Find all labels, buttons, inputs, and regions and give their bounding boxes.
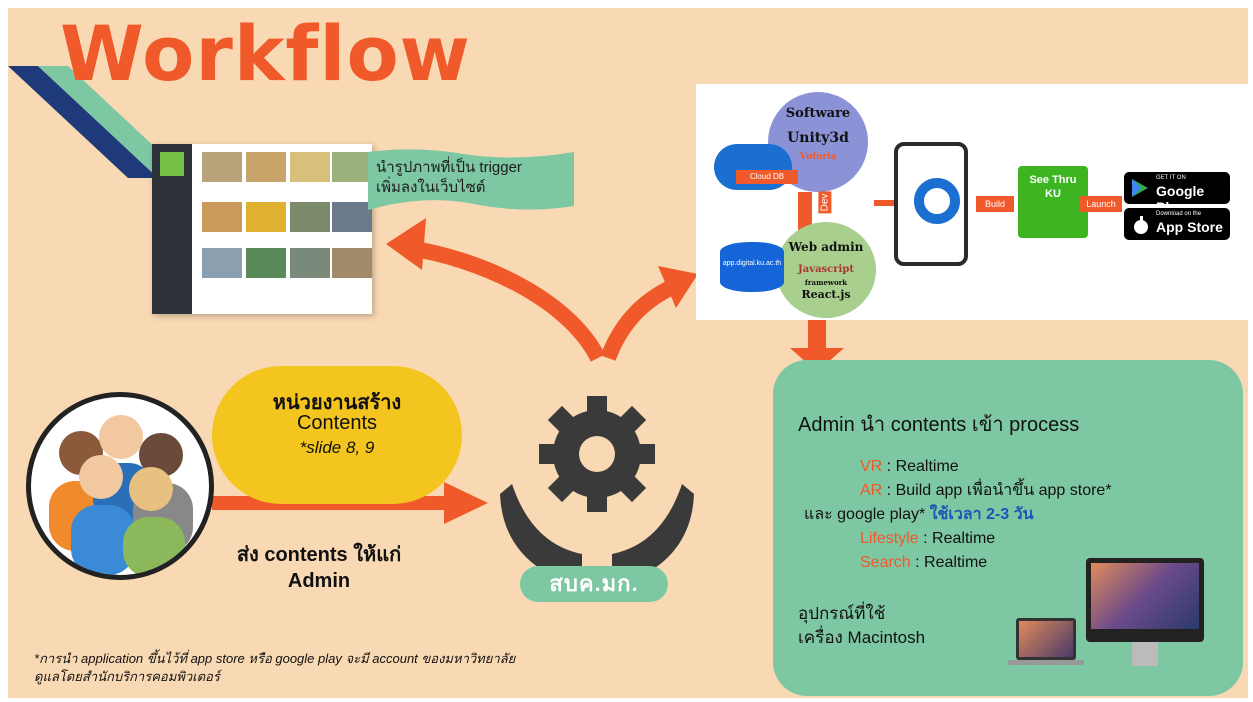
dev-process-panel: Software Unity3d Vuforia Cloud DB Dev We… xyxy=(696,84,1248,320)
device-line2: เครื่อง Macintosh xyxy=(798,628,926,647)
website-logo xyxy=(160,152,184,176)
seethru-app-icon xyxy=(1018,166,1088,238)
google-play-badge: GET IT ON Google Play xyxy=(1124,172,1230,215)
org-badge: สบค.มก. xyxy=(520,566,668,602)
website-screenshot xyxy=(152,144,372,314)
ar-line: AR : Build app เพื่อนำขึ้น app store* xyxy=(860,480,1112,502)
footnote: *การนำ application ขึ้นไว้ที่ app store … xyxy=(34,650,515,686)
ar-label: AR xyxy=(860,482,883,499)
apple-big: App Store xyxy=(1156,219,1223,235)
launch-arrow: Launch xyxy=(1080,196,1122,212)
footnote-line2: ดูแลโดยสำนักบริการคอมพิวเตอร์ xyxy=(34,669,220,684)
macbook-icon xyxy=(1016,618,1076,660)
website-sidebar xyxy=(152,144,192,314)
page-title: Workflow xyxy=(60,9,471,98)
ar-text: : Build app เพื่อนำขึ้น app store* xyxy=(882,482,1112,499)
search-label: Search xyxy=(860,554,911,571)
admin-heading: Admin นำ contents เข้า process xyxy=(798,414,1080,436)
content-bubble: หน่วยงานสร้าง Contents *slide 8, 9 xyxy=(212,366,462,504)
trigger-note-line2: เพิ่มลงในเว็บไซต์ xyxy=(376,179,486,196)
software-name: Unity3d xyxy=(787,130,849,146)
dev-label: Dev xyxy=(818,191,832,214)
imac-icon xyxy=(1086,558,1204,642)
people-icon xyxy=(26,392,214,580)
imac-stand xyxy=(1132,642,1158,666)
google-small: GET IT ON xyxy=(1156,175,1186,181)
vr-text: : Realtime xyxy=(882,458,959,475)
vr-label: VR xyxy=(860,458,883,475)
app-store-badge: Download on the App Store xyxy=(1124,208,1230,240)
apple-icon xyxy=(1134,216,1148,234)
send-label: ส่ง contents ให้แก่ Admin xyxy=(224,542,414,594)
device-label: อุปกรณ์ที่ใช้ เครื่อง Macintosh xyxy=(798,602,925,650)
trigger-note: นำรูปภาพที่เป็น trigger เพิ่มลงในเว็บไซต… xyxy=(376,158,522,198)
lifestyle-label: Lifestyle xyxy=(860,530,919,547)
build-arrow: Build xyxy=(976,196,1014,212)
arrow-head-send xyxy=(444,482,488,524)
lifestyle-line: Lifestyle : Realtime xyxy=(860,528,995,550)
ar-time: ใช้เวลา 2-3 วัน xyxy=(929,506,1034,523)
lifestyle-text: : Realtime xyxy=(918,530,996,547)
arrow-head-right xyxy=(658,266,698,308)
decor-stripes xyxy=(8,66,188,178)
macbook-base xyxy=(1008,660,1084,665)
webadmin-lib: React.js xyxy=(801,288,851,301)
ar-line2: และ google play* ใช้เวลา 2-3 วัน xyxy=(804,504,1034,526)
send-line2: Admin xyxy=(287,570,351,592)
trigger-note-line1: นำรูปภาพที่เป็น trigger xyxy=(376,159,522,176)
footnote-line1: *การนำ application ขึ้นไว้ที่ app store … xyxy=(34,651,516,666)
search-text: : Realtime xyxy=(910,554,988,571)
software-sub: Vuforia xyxy=(799,152,837,162)
webadmin-lang: Javascript xyxy=(798,264,854,275)
connector-line xyxy=(874,200,904,206)
webadmin-circle xyxy=(776,222,876,318)
app-name-line1: See Thru xyxy=(1029,174,1077,186)
arrow-head-left xyxy=(386,218,426,270)
software-title: Software xyxy=(785,106,851,121)
device-line1: อุปกรณ์ที่ใช้ xyxy=(798,604,886,623)
bubble-line3: *slide 8, 9 xyxy=(299,438,375,457)
gear-hands-icon xyxy=(492,374,702,594)
bubble-line2: Contents xyxy=(296,412,378,434)
bubble-line1: หน่วยงานสร้าง xyxy=(272,392,402,414)
ar-text2: และ google play* xyxy=(804,506,930,523)
app-gear-icon xyxy=(914,178,960,224)
google-play-icon xyxy=(1132,179,1148,197)
trigger-callout-shape xyxy=(368,149,574,210)
slide: Workflow นำรูปภาพที่เป็น trigger เพิ่มลง… xyxy=(8,8,1248,698)
cloud-db-label: Cloud DB xyxy=(736,170,798,184)
app-name-line2: KU xyxy=(1045,188,1061,200)
search-line: Search : Realtime xyxy=(860,552,987,574)
apple-small: Download on the xyxy=(1156,211,1202,217)
database-icon xyxy=(720,242,784,292)
database-label: app.digital.ku.ac.th xyxy=(722,260,782,267)
webadmin-title: Web admin xyxy=(788,240,864,254)
vr-line: VR : Realtime xyxy=(860,456,959,478)
webadmin-framework: framework xyxy=(804,278,848,287)
send-line1: ส่ง contents ให้แก่ xyxy=(236,544,402,566)
